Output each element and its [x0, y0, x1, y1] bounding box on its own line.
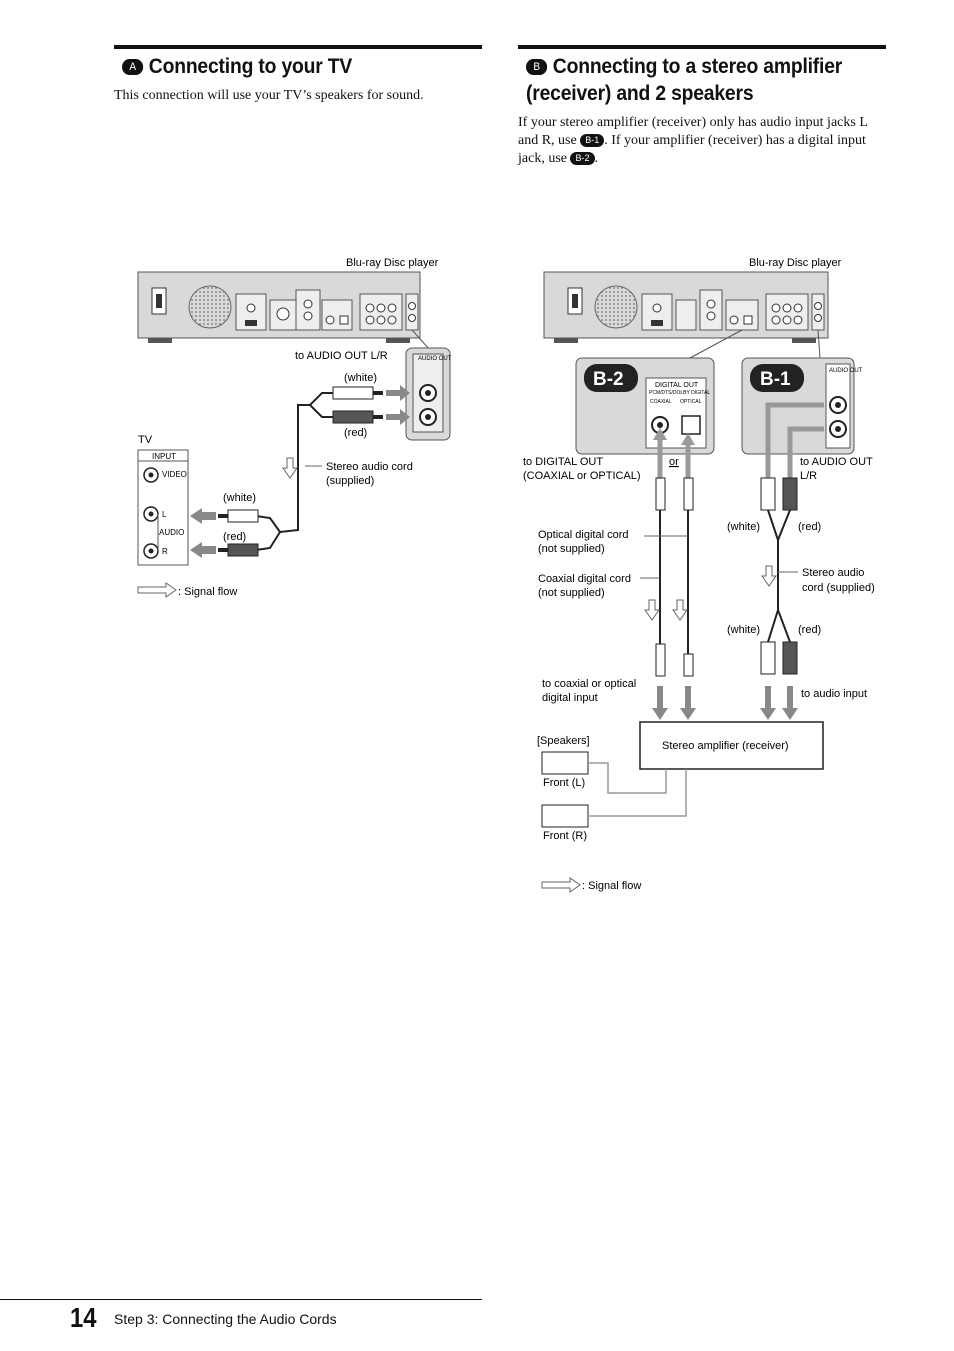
speaker-wire-r	[588, 769, 687, 817]
speaker-wire-l	[588, 762, 667, 794]
tv-input-label: INPUT	[152, 452, 176, 461]
amp-label: Stereo amplifier (receiver)	[662, 740, 789, 752]
b2-zoom-panel	[575, 357, 715, 455]
section-b-intro-part3: .	[594, 151, 599, 166]
to-audio-out-1: to AUDIO OUT	[800, 456, 873, 468]
cord-label-2: (supplied)	[326, 475, 374, 487]
bottom-rca-plugs	[218, 509, 281, 557]
optical-label: OPTICAL	[680, 399, 702, 405]
tv-video-label: VIDEO	[162, 470, 187, 479]
b2-arrow-coax	[653, 428, 667, 440]
player-label: Blu-ray Disc player	[346, 257, 439, 269]
page-number: 14	[70, 1302, 97, 1333]
tv-input-panel	[137, 449, 189, 566]
stereo-amplifier	[639, 721, 824, 770]
white-label-top-b: (white)	[727, 521, 760, 533]
stereo-cords	[760, 477, 798, 675]
section-a-intro: This connection will use your TV’s speak…	[114, 88, 424, 103]
stereo-cord-line	[279, 404, 300, 533]
to-digital-input-1: to coaxial or optical	[542, 678, 636, 690]
optical-cord-2: (not supplied)	[538, 543, 605, 555]
front-l-label: Front (L)	[543, 777, 585, 789]
white-plug-label-bottom: (white)	[223, 492, 256, 504]
coaxial-cord-2: (not supplied)	[538, 587, 605, 599]
footer-rule	[0, 1299, 482, 1300]
tv-connection-diagram: Blu-ray Disc player AUDIO OUT to AUDIO	[137, 257, 452, 598]
red-label-bottom-b: (red)	[798, 624, 821, 636]
red-label-top-b: (red)	[798, 521, 821, 533]
section-b-rule	[518, 45, 886, 49]
section-a-title-text: Connecting to your TV	[148, 55, 353, 78]
top-rca-plugs	[300, 386, 383, 424]
signal-flow-legend-b: : Signal flow	[582, 880, 641, 892]
to-digital-out-2: (COAXIAL or OPTICAL)	[523, 470, 641, 482]
front-r-label: Front (R)	[543, 830, 587, 842]
audio-out-panel-b-label: AUDIO OUT	[829, 368, 863, 374]
tv-r-label: R	[162, 547, 168, 556]
arrow-to-l-jack	[386, 385, 410, 401]
section-b-intro: If your stereo amplifier (receiver) only…	[518, 114, 888, 168]
arrow-to-r-jack	[386, 409, 410, 425]
section-a-rule	[114, 45, 482, 49]
or-label: or	[669, 456, 679, 468]
b1-cable-l	[765, 402, 824, 478]
section-b-badge: B	[526, 59, 548, 75]
b2-badge: B-2	[593, 369, 624, 390]
b2-inline-badge: B-2	[570, 152, 595, 165]
stereo-cord-1: Stereo audio	[802, 567, 864, 579]
amplifier-connection-diagram: Blu-ray Disc player B-2 DIGITAL OUT PCM/…	[523, 257, 875, 893]
tv-audio-label: AUDIO	[159, 528, 184, 537]
b1-badge: B-1	[760, 369, 791, 390]
digital-cords	[644, 477, 694, 677]
white-plug-label-top: (white)	[344, 372, 377, 384]
audio-out-panel-label: AUDIO OUT	[418, 356, 452, 362]
amp-input-arrows	[652, 686, 798, 720]
player-rear-panel	[137, 271, 431, 351]
arrow-to-tv-r	[190, 542, 216, 558]
arrow-to-tv-l	[190, 508, 216, 524]
b2-arrow-optical	[681, 433, 695, 445]
white-label-bottom-b: (white)	[727, 624, 760, 636]
signal-flow-icon	[137, 582, 177, 598]
section-b-title-line2: (receiver) and 2 speakers	[526, 82, 754, 105]
digital-formats-label: PCM/DTS/DOLBY DIGITAL	[649, 390, 710, 396]
speaker-front-l	[541, 751, 589, 775]
digital-out-label: DIGITAL OUT	[655, 382, 699, 389]
footer-section-title: Step 3: Connecting the Audio Cords	[114, 1311, 337, 1327]
coaxial-cord-1: Coaxial digital cord	[538, 573, 631, 585]
player-rear-panel-b	[543, 271, 829, 359]
player-label-b: Blu-ray Disc player	[749, 257, 842, 269]
to-digital-input-2: digital input	[542, 692, 598, 704]
section-b-intro-part1: If your stereo amplifier (receiver) only…	[518, 115, 868, 148]
signal-arrow-down	[282, 457, 298, 479]
signal-flow-icon-b	[541, 877, 581, 893]
b1-cable-r	[787, 426, 824, 478]
audio-out-jack-label: to AUDIO OUT L/R	[295, 350, 388, 362]
speaker-front-r	[541, 804, 589, 828]
stereo-cord-2: cord (supplied)	[802, 582, 875, 594]
to-audio-input: to audio input	[801, 688, 867, 700]
section-a-badge: A	[122, 59, 144, 75]
section-b-title-line1: Connecting to a stereo amplifier	[552, 55, 843, 78]
b1-inline-badge: B-1	[580, 134, 605, 147]
tv-l-label: L	[162, 510, 167, 519]
optical-cord-1: Optical digital cord	[538, 529, 629, 541]
to-audio-out-2: L/R	[800, 470, 817, 482]
to-digital-out-1: to DIGITAL OUT	[523, 456, 603, 468]
red-plug-label-top: (red)	[344, 427, 367, 439]
section-b-intro-part2: . If your amplifier (receiver) has a dig…	[518, 133, 866, 166]
red-plug-label-bottom: (red)	[223, 531, 246, 543]
cord-label-1: Stereo audio cord	[326, 461, 413, 473]
signal-flow-legend: : Signal flow	[178, 586, 237, 598]
speakers-label: [Speakers]	[537, 735, 590, 747]
coaxial-label: COAXIAL	[650, 399, 672, 405]
tv-label: TV	[138, 434, 153, 446]
